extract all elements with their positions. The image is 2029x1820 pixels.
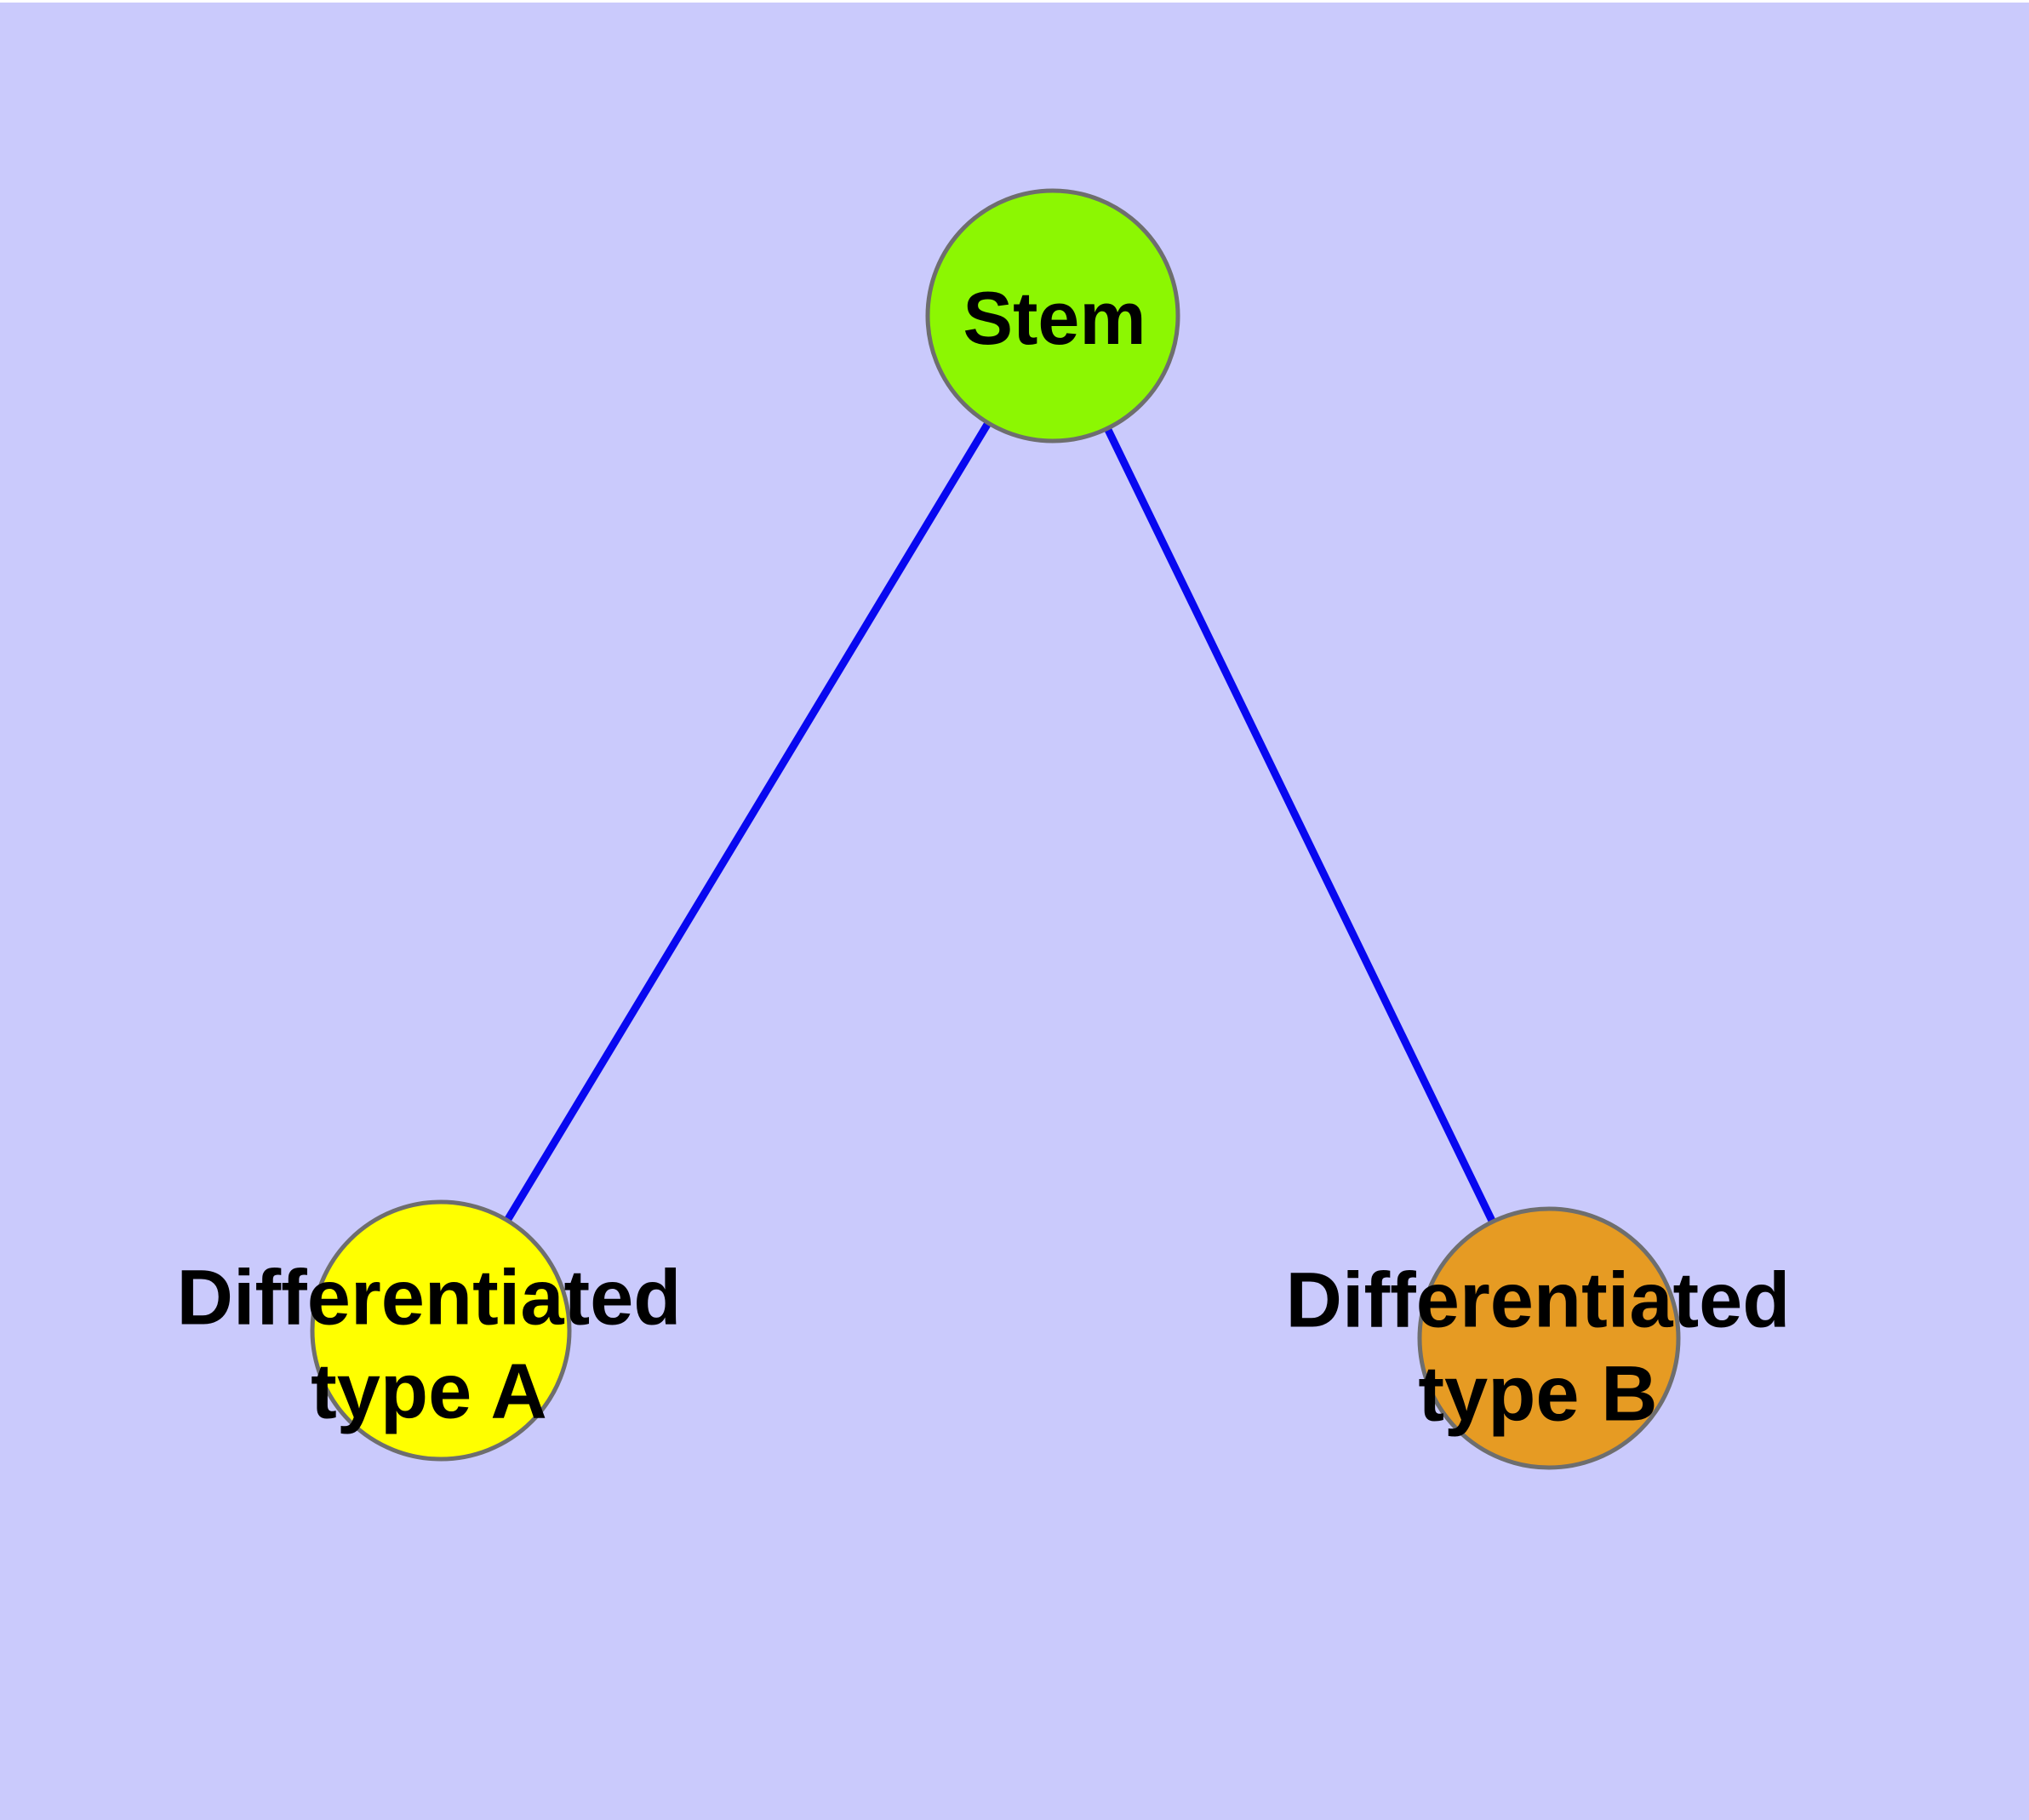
type-b-node-label: Differentiated type B xyxy=(1286,1254,1791,1442)
type-a-label-line2: type A xyxy=(311,1348,547,1435)
type-b-node[interactable] xyxy=(1417,1206,1681,1470)
edge-stem-to-type-a xyxy=(437,313,1056,1333)
type-a-node[interactable] xyxy=(310,1199,572,1462)
stem-node[interactable] xyxy=(925,188,1180,444)
type-b-label-line1: Differentiated xyxy=(1285,1256,1791,1344)
stem-node-label: Stem xyxy=(963,276,1146,361)
top-edge-strip xyxy=(0,0,2029,3)
edge-stem-to-type-b xyxy=(1049,314,1553,1340)
type-a-label-line1: Differentiated xyxy=(176,1254,682,1342)
type-a-node-label: Differentiated type A xyxy=(177,1251,682,1439)
type-b-label-line2: type B xyxy=(1418,1351,1658,1438)
